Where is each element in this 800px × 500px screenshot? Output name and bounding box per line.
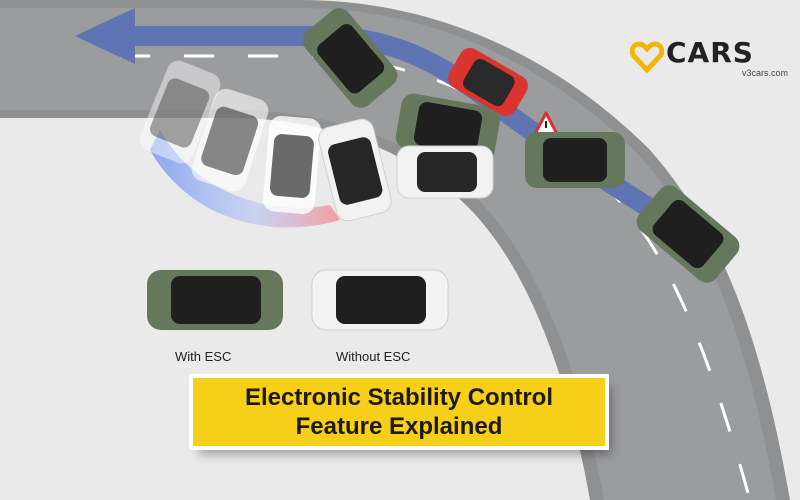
brand-url: v3cars.com: [742, 68, 789, 78]
brand-name: CARS: [666, 36, 754, 69]
esc-car-1: [302, 8, 398, 108]
skid-trail: [150, 130, 340, 228]
legend-esc-car: [147, 270, 283, 330]
legend-non-esc-car: [311, 269, 449, 331]
esc-car-2: [395, 93, 501, 163]
title-line-1: Electronic Stability Control: [244, 384, 554, 411]
non-esc-car-2: [396, 145, 494, 199]
skid-car-ghost-2: [191, 88, 269, 192]
title-line-2: Feature Explained: [295, 413, 503, 440]
skid-car-ghost-3: [262, 115, 322, 215]
title-banner: Electronic Stability Control Feature Exp…: [193, 378, 605, 446]
road-center-line: [120, 54, 752, 500]
logo-heart-icon: [630, 41, 664, 74]
esc-car-4: [636, 185, 740, 283]
skid-car-ghost-1: [139, 60, 221, 164]
hazard-car: [448, 47, 528, 117]
skid-car-non-esc: [318, 118, 392, 222]
esc-car-3: [525, 132, 625, 188]
brand-logo: CARS v3cars.com: [630, 36, 788, 80]
legend-with-esc-label: With ESC: [175, 349, 232, 364]
legend-without-esc-label: Without ESC: [336, 349, 411, 364]
road-surface: [0, 8, 776, 500]
direction-arrow-icon: [75, 8, 135, 64]
